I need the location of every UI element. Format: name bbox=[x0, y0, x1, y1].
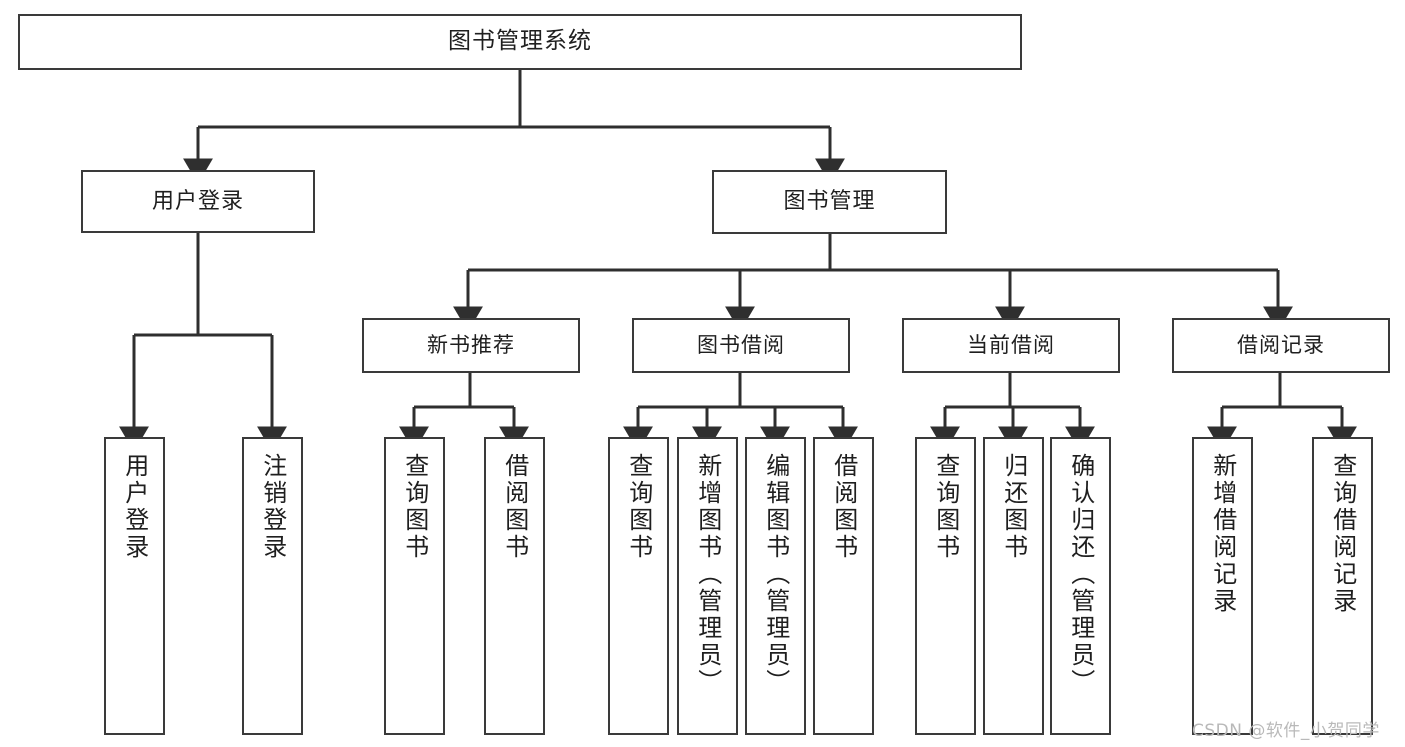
node-book-management-label: 图书管理 bbox=[783, 189, 876, 215]
node-book-borrow-label: 图书借阅 bbox=[697, 333, 785, 358]
leaf-book-borrow-3[interactable]: 借阅图书 bbox=[813, 437, 874, 735]
node-user-login-label: 用户登录 bbox=[151, 188, 244, 214]
leaf-new-book-recommend-1[interactable]: 借阅图书 bbox=[484, 437, 545, 735]
node-current-borrow[interactable]: 当前借阅 bbox=[902, 318, 1120, 373]
leaf-borrow-record-1-label: 查询借阅记录 bbox=[1328, 453, 1357, 615]
leaf-borrow-record-0-label: 新增借阅记录 bbox=[1208, 453, 1237, 615]
node-current-borrow-label: 当前借阅 bbox=[967, 333, 1055, 358]
leaf-book-borrow-2[interactable]: 编辑图书（管理员） bbox=[745, 437, 806, 735]
leaf-book-borrow-1[interactable]: 新增图书（管理员） bbox=[677, 437, 738, 735]
leaf-new-book-recommend-1-label: 借阅图书 bbox=[500, 453, 529, 561]
leaf-book-borrow-0-label: 查询图书 bbox=[624, 453, 653, 561]
csdn-watermark: CSDN @软件_小贺同学 bbox=[1192, 721, 1380, 741]
node-root-label: 图书管理系统 bbox=[448, 28, 592, 55]
node-new-book-recommend[interactable]: 新书推荐 bbox=[362, 318, 580, 373]
leaf-book-borrow-0[interactable]: 查询图书 bbox=[608, 437, 669, 735]
node-book-management[interactable]: 图书管理 bbox=[712, 170, 947, 234]
node-borrow-record-label: 借阅记录 bbox=[1237, 333, 1325, 358]
leaf-book-borrow-3-label: 借阅图书 bbox=[829, 453, 858, 561]
node-root[interactable]: 图书管理系统 bbox=[18, 14, 1022, 70]
node-user-login[interactable]: 用户登录 bbox=[81, 170, 315, 233]
leaf-current-borrow-1-label: 归还图书 bbox=[999, 453, 1028, 561]
leaf-current-borrow-2[interactable]: 确认归还（管理员） bbox=[1050, 437, 1111, 735]
leaf-current-borrow-2-label: 确认归还（管理员） bbox=[1066, 453, 1095, 696]
leaf-user-login-0[interactable]: 用户登录 bbox=[104, 437, 165, 735]
leaf-current-borrow-0[interactable]: 查询图书 bbox=[915, 437, 976, 735]
leaf-user-login-0-label: 用户登录 bbox=[120, 453, 149, 561]
node-borrow-record[interactable]: 借阅记录 bbox=[1172, 318, 1390, 373]
leaf-borrow-record-0[interactable]: 新增借阅记录 bbox=[1192, 437, 1253, 735]
leaf-current-borrow-1[interactable]: 归还图书 bbox=[983, 437, 1044, 735]
leaf-book-borrow-2-label: 编辑图书（管理员） bbox=[761, 453, 790, 696]
node-book-borrow[interactable]: 图书借阅 bbox=[632, 318, 850, 373]
leaf-user-login-1-label: 注销登录 bbox=[258, 453, 287, 561]
leaf-borrow-record-1[interactable]: 查询借阅记录 bbox=[1312, 437, 1373, 735]
leaf-new-book-recommend-0-label: 查询图书 bbox=[400, 453, 429, 561]
leaf-user-login-1[interactable]: 注销登录 bbox=[242, 437, 303, 735]
leaf-current-borrow-0-label: 查询图书 bbox=[931, 453, 960, 561]
leaf-new-book-recommend-0[interactable]: 查询图书 bbox=[384, 437, 445, 735]
node-new-book-recommend-label: 新书推荐 bbox=[427, 333, 515, 358]
leaf-book-borrow-1-label: 新增图书（管理员） bbox=[693, 453, 722, 696]
